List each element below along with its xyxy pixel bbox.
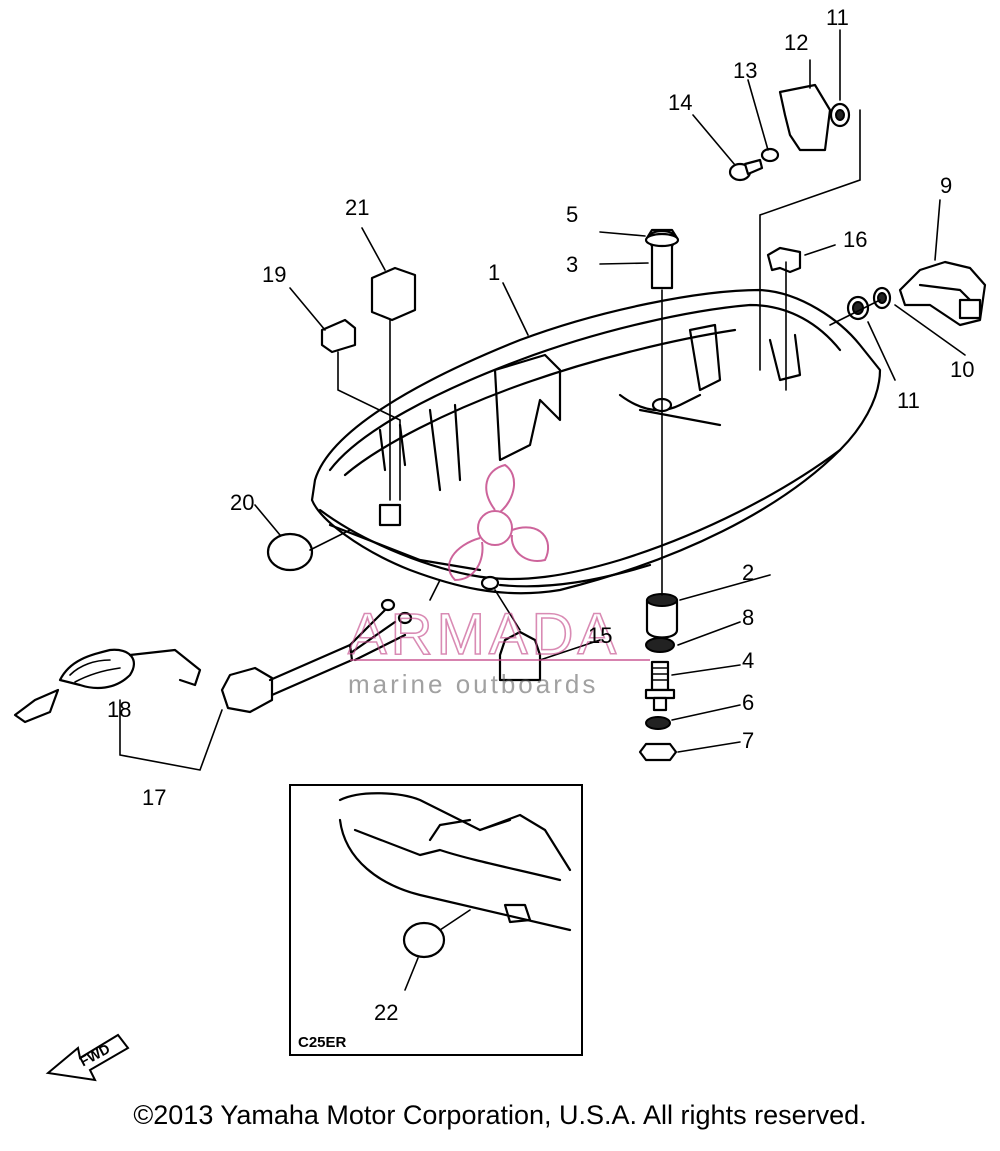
leader-lines [119, 29, 966, 771]
part-15-cap [498, 630, 542, 682]
part-4-bolt [644, 660, 676, 712]
callout-11-lower: 11 [897, 388, 920, 413]
callout-8: 8 [742, 605, 754, 630]
callout-16: 16 [843, 227, 867, 252]
callout-2: 2 [742, 560, 754, 585]
callout-6: 6 [742, 690, 754, 715]
part-13-washer [760, 147, 780, 163]
part-7-nut [638, 742, 678, 762]
part-3-collar [644, 229, 680, 290]
part-6-washer [645, 716, 671, 730]
callout-12: 12 [784, 30, 808, 55]
callout-15: 15 [588, 623, 612, 648]
callout-11-upper: 11 [826, 5, 849, 30]
part-19-cap [320, 318, 357, 354]
callout-7: 7 [742, 728, 754, 753]
part-20-plug [266, 532, 314, 572]
part-21-grommet [370, 266, 417, 322]
part-14-screw [728, 158, 764, 182]
watermark-brand: ARMADA [348, 602, 620, 667]
part-18-lanyard [13, 648, 202, 724]
part-8-washer [645, 637, 675, 653]
fwd-arrow-icon: FWD [45, 1033, 130, 1082]
callout-4: 4 [742, 648, 754, 673]
part-16-clip [766, 246, 802, 274]
callout-17: 17 [142, 785, 166, 810]
callout-19: 19 [262, 262, 286, 287]
watermark-tagline: marine outboards [348, 669, 598, 699]
callout-10: 10 [950, 357, 974, 382]
callout-1: 1 [488, 260, 500, 285]
part-17-stop-switch [220, 598, 413, 714]
part-10-grommet [872, 286, 892, 310]
callout-5: 5 [566, 202, 578, 227]
bottom-cowling [310, 288, 882, 595]
callout-3: 3 [566, 252, 578, 277]
callout-20: 20 [230, 490, 254, 515]
callout-numbers: 1 2 3 4 5 6 7 8 9 10 11 11 12 13 14 15 1… [107, 5, 974, 1025]
part-2-grommet [645, 593, 679, 639]
callout-18: 18 [107, 697, 131, 722]
callout-22: 22 [374, 1000, 398, 1025]
callout-13: 13 [733, 58, 757, 83]
callout-21: 21 [345, 195, 369, 220]
copyright-notice: ©2013 Yamaha Motor Corporation, U.S.A. A… [133, 1100, 867, 1130]
part-12-plate [778, 83, 832, 152]
part-11-grommet-upper [829, 102, 851, 128]
watermark: ARMADA marine outboards [347, 463, 650, 699]
part-9-bracket [898, 260, 987, 327]
inset-label: C25ER [298, 1034, 347, 1051]
inset-c25er: C25ER [289, 784, 583, 1056]
callout-14: 14 [668, 90, 692, 115]
callout-9: 9 [940, 173, 952, 198]
